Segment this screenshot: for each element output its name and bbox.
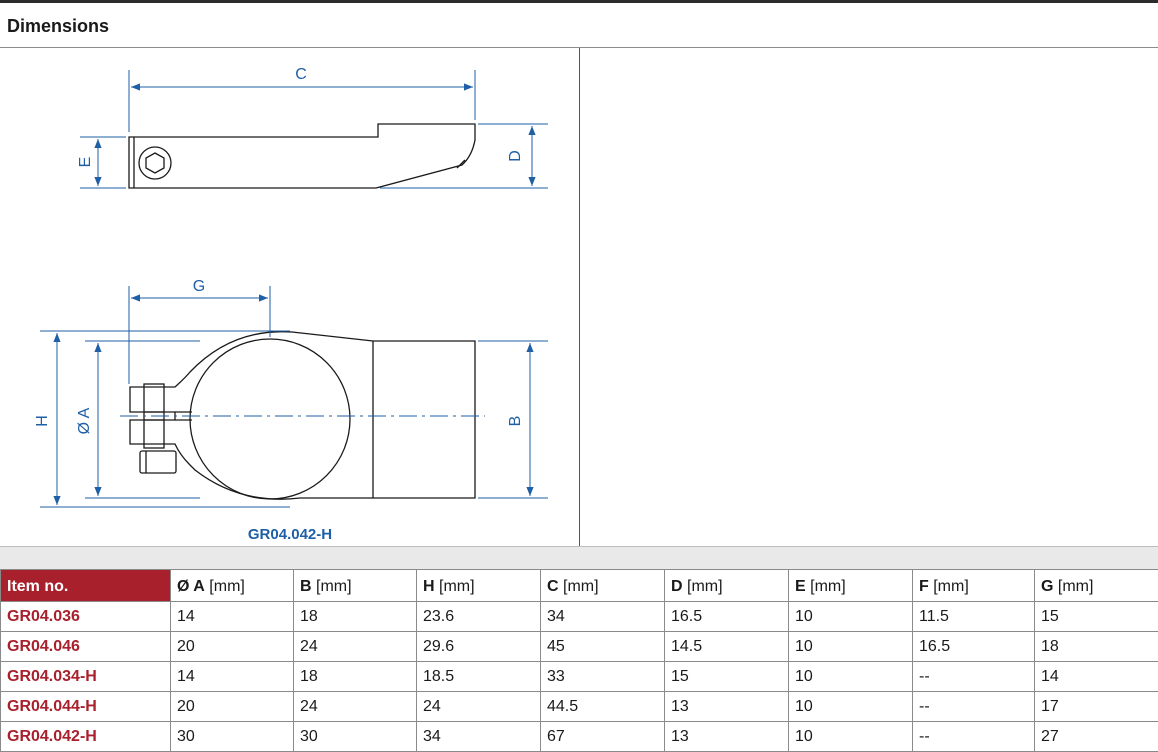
table-cell: 10 <box>788 721 913 752</box>
side-view-dimensions <box>80 70 548 189</box>
table-cell: 11.5 <box>912 601 1035 632</box>
front-view <box>129 331 476 500</box>
dimension-label-b: B <box>507 416 524 427</box>
technical-drawing-panel: C E D <box>0 48 580 547</box>
table-cell: -- <box>912 661 1035 692</box>
dimension-label-c: C <box>295 66 307 83</box>
dimension-label-a: Ø A <box>76 407 93 434</box>
technical-drawing: C E D <box>34 66 548 543</box>
item-number-cell: GR04.046 <box>0 631 171 662</box>
table-cell: 20 <box>170 691 294 722</box>
table-cell: 10 <box>788 691 913 722</box>
table-cell: 30 <box>170 721 294 752</box>
table-cell: 34 <box>540 601 665 632</box>
table-cell: 34 <box>416 721 541 752</box>
table-cell: 14 <box>170 661 294 692</box>
table-cell: 10 <box>788 661 913 692</box>
item-number-cell: GR04.044-H <box>0 691 171 722</box>
dimension-label-g: G <box>193 278 205 295</box>
table-cell: 15 <box>1034 601 1158 632</box>
item-number-cell: GR04.036 <box>0 601 171 632</box>
item-number-cell: GR04.034-H <box>0 661 171 692</box>
title-divider <box>0 47 1158 48</box>
side-view <box>128 123 476 189</box>
header-col-f: F [mm] <box>912 569 1035 602</box>
table-cell: 14.5 <box>664 631 789 662</box>
table-cell: 24 <box>416 691 541 722</box>
header-col-b: B [mm] <box>293 569 417 602</box>
dimension-label-d: D <box>507 150 524 162</box>
table-cell: 18 <box>1034 631 1158 662</box>
dimensions-table: Item no. Ø A [mm] B [mm] H [mm] C [mm] D… <box>0 569 1158 752</box>
dimension-label-h: H <box>34 415 51 427</box>
header-col-g: G [mm] <box>1034 569 1158 602</box>
table-row: GR04.044-H 20 24 24 44.5 13 10 -- 17 <box>0 691 1158 722</box>
front-view-dimensions <box>40 286 548 508</box>
table-cell: 27 <box>1034 721 1158 752</box>
table-cell: 18.5 <box>416 661 541 692</box>
table-row: GR04.046 20 24 29.6 45 14.5 10 16.5 18 <box>0 631 1158 662</box>
header-col-d: D [mm] <box>664 569 789 602</box>
header-item-no: Item no. <box>0 569 171 602</box>
table-cell: 29.6 <box>416 631 541 662</box>
table-cell: -- <box>912 721 1035 752</box>
table-header-row: Item no. Ø A [mm] B [mm] H [mm] C [mm] D… <box>0 569 1158 602</box>
table-cell: 33 <box>540 661 665 692</box>
table-cell: 16.5 <box>912 631 1035 662</box>
table-cell: 14 <box>170 601 294 632</box>
table-cell: 45 <box>540 631 665 662</box>
table-cell: -- <box>912 691 1035 722</box>
section-title: Dimensions <box>7 16 110 36</box>
table-spacer-band <box>0 547 1158 569</box>
table-row: GR04.036 14 18 23.6 34 16.5 10 11.5 15 <box>0 601 1158 632</box>
table-cell: 14 <box>1034 661 1158 692</box>
header-col-c: C [mm] <box>540 569 665 602</box>
table-row: GR04.034-H 14 18 18.5 33 15 10 -- 14 <box>0 661 1158 692</box>
table-cell: 17 <box>1034 691 1158 722</box>
top-rule <box>0 0 1158 3</box>
panel-divider <box>579 48 580 547</box>
dimension-label-e: E <box>77 157 94 168</box>
table-cell: 16.5 <box>664 601 789 632</box>
table-cell: 13 <box>664 721 789 752</box>
table-cell: 67 <box>540 721 665 752</box>
table-cell: 10 <box>788 601 913 632</box>
table-cell: 24 <box>293 631 417 662</box>
table-cell: 24 <box>293 691 417 722</box>
table-row: GR04.042-H 30 30 34 67 13 10 -- 27 <box>0 721 1158 752</box>
table-cell: 18 <box>293 661 417 692</box>
table-cell: 10 <box>788 631 913 662</box>
header-col-a: Ø A [mm] <box>170 569 294 602</box>
table-cell: 13 <box>664 691 789 722</box>
panel-bottom-rule <box>0 546 1158 547</box>
table-cell: 44.5 <box>540 691 665 722</box>
table-cell: 15 <box>664 661 789 692</box>
header-col-e: E [mm] <box>788 569 913 602</box>
table-cell: 20 <box>170 631 294 662</box>
table-cell: 30 <box>293 721 417 752</box>
header-col-h: H [mm] <box>416 569 541 602</box>
table-cell: 23.6 <box>416 601 541 632</box>
drawing-caption: GR04.042-H <box>248 526 332 543</box>
table-cell: 18 <box>293 601 417 632</box>
item-number-cell: GR04.042-H <box>0 721 171 752</box>
